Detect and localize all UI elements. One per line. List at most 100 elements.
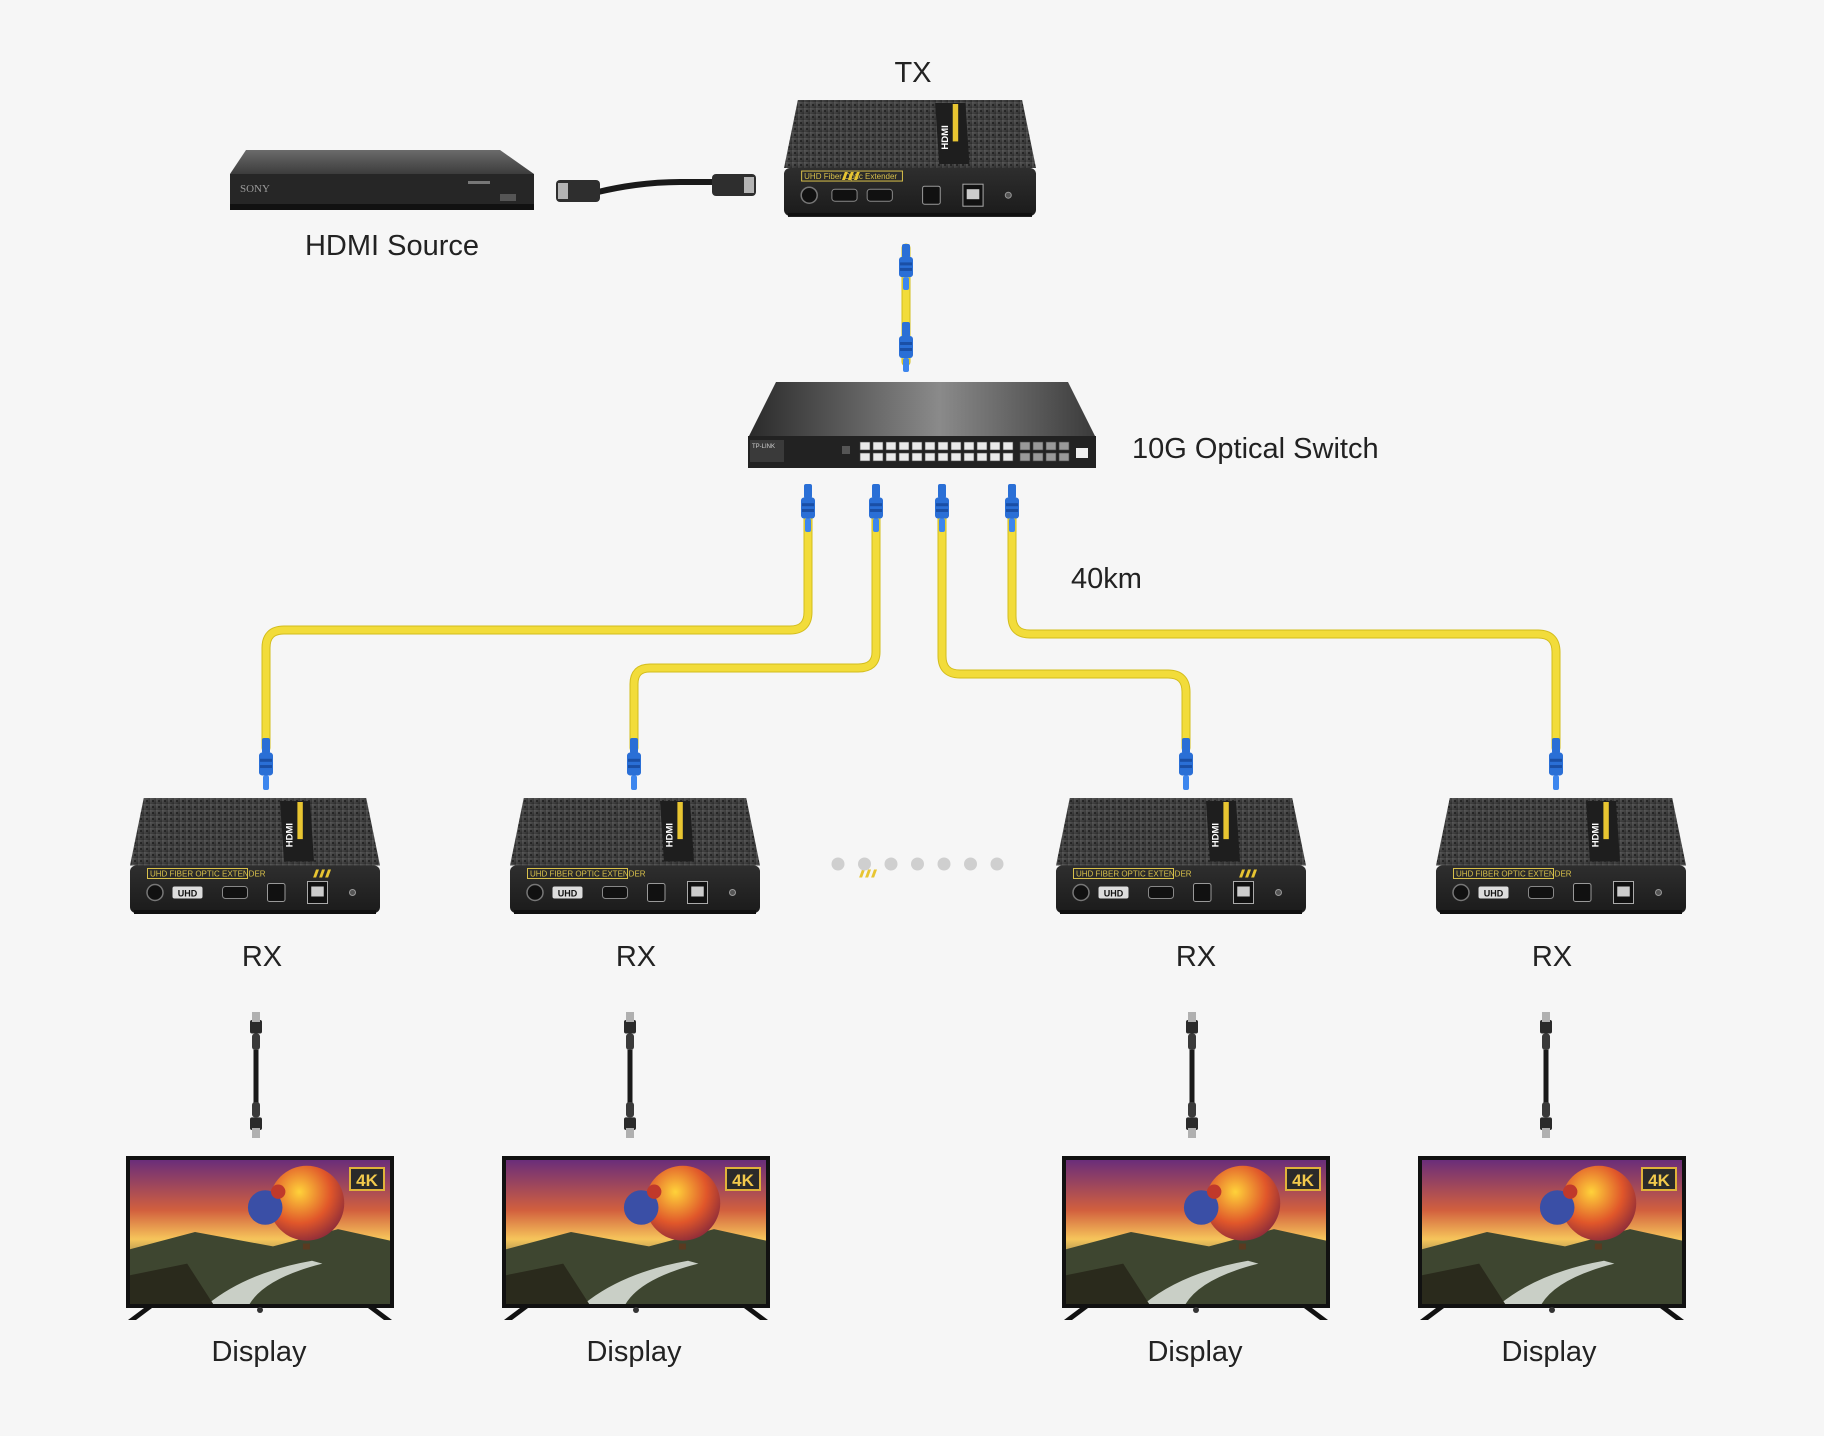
hdmi-plug-boot: [1542, 1102, 1550, 1118]
plug-ridge: [260, 765, 272, 769]
hdmi-plug-boot: [1542, 1033, 1550, 1050]
hdmi-plug-bottom-2: [624, 1102, 636, 1138]
console-port: [842, 446, 850, 454]
switch-ethernet-port: [859, 452, 871, 462]
plug-tip: [804, 484, 812, 499]
tv-4k-badge: 4K: [732, 1171, 754, 1190]
fiber-cable-rx-4: [1008, 496, 1560, 752]
hdmi-source-player: SONY: [230, 150, 534, 210]
plug-tip: [1552, 738, 1560, 754]
plug-boot: [903, 277, 909, 290]
switch-sfp-port: [1019, 452, 1031, 462]
tx-label: TX: [894, 57, 931, 89]
sfp-module: [1617, 886, 1630, 897]
switch-ethernet-port: [963, 452, 975, 462]
switch-ethernet-port: [885, 441, 897, 451]
tv-scene-river: [208, 1260, 323, 1304]
hdmi-plug-metal: [626, 1128, 634, 1138]
panel-title: UHD FIBER OPTIC EXTENDER: [1076, 870, 1192, 879]
switch-sfp-port: [1045, 441, 1057, 451]
hdmi-plug-top-2: [624, 1012, 636, 1050]
uhd-badge-text: UHD: [558, 889, 578, 899]
plug-ridge: [802, 508, 814, 512]
panel-title-frame: [801, 170, 903, 182]
tv-stand-left: [128, 1308, 152, 1320]
fiber-plug-rx-1: [259, 738, 273, 790]
usb-port: [922, 185, 941, 205]
display-label-4: Display: [1501, 1336, 1597, 1368]
uhd-badge-text: UHD: [1104, 889, 1124, 899]
hdmi-plug-boot: [626, 1033, 634, 1050]
player-usb: [500, 194, 516, 201]
dc-power-port: [1452, 883, 1470, 902]
player-front: [230, 174, 534, 206]
usb-port: [267, 883, 286, 902]
fiber-plug-tx: [899, 244, 913, 290]
plug-ridge: [628, 765, 640, 769]
switch-ethernet-port: [898, 452, 910, 462]
hdmi-plug-top-3: [1186, 1012, 1198, 1050]
extender-base: [788, 212, 1032, 217]
tv-stand-left: [504, 1308, 528, 1320]
hdmi-badge-stripe: [677, 802, 683, 840]
ellipsis-dot: [990, 857, 1004, 871]
hdmi-badge-bg: [1206, 801, 1240, 862]
tv-scene-balloon-large: [1561, 1165, 1637, 1241]
player-brand-logo: SONY: [240, 183, 270, 195]
panel-accent: [1239, 869, 1246, 878]
player-top: [230, 150, 534, 174]
plug-tip: [902, 322, 910, 337]
switch-ethernet-port: [950, 441, 962, 451]
switch-ethernet-port: [937, 441, 949, 451]
sfp-module: [311, 886, 324, 897]
cables: [261, 243, 1561, 753]
plug-body: [935, 497, 949, 519]
panel-title: UHD FIBER OPTIC EXTENDER: [1456, 870, 1572, 879]
tv-scene-basket: [678, 1243, 686, 1250]
hdmi-plug-right-metal: [744, 177, 754, 193]
plug-tip: [902, 244, 910, 258]
switch-ethernet-port: [963, 441, 975, 451]
fiber-plug-rx-3: [1179, 738, 1193, 790]
hdmi-badge-stripe: [1223, 802, 1229, 840]
plug-body: [869, 497, 883, 519]
switch-front: [748, 436, 1096, 468]
tv-scene-river: [1144, 1260, 1259, 1304]
dc-power-port: [1072, 883, 1090, 902]
switch-top: [748, 382, 1096, 438]
tv-stand-left: [1420, 1308, 1444, 1320]
switch-ethernet-port: [872, 441, 884, 451]
uhd-badge-bg: [172, 886, 203, 899]
hdmi-source-label: HDMI Source: [305, 230, 479, 262]
tv-4k-badge-bg: [1641, 1167, 1677, 1191]
panel-title-frame: [527, 868, 628, 879]
plug-boot: [1183, 775, 1189, 790]
tv-scene-balloon-small: [247, 1190, 283, 1225]
plug-boot: [631, 775, 637, 790]
plug-ridge: [1006, 503, 1018, 507]
hdmi-badge-bg: [1586, 801, 1620, 862]
reset-button: [729, 889, 736, 896]
dc-power-port: [526, 883, 544, 902]
fiber-plug-switch-out-4: [1005, 484, 1019, 532]
uhd-badge-bg: [552, 886, 583, 899]
usb-port: [1193, 883, 1212, 902]
switch-ethernet-port: [898, 441, 910, 451]
hdmi-badge-logo: HDMI: [285, 823, 296, 847]
switch-sfp-port: [1058, 441, 1070, 451]
tv-4k-badge-bg: [1285, 1167, 1321, 1191]
hdmi-badge-bg: [280, 801, 314, 862]
fiber-plug-switch-out-3: [935, 484, 949, 532]
sfp-module: [966, 189, 980, 200]
extender-top-lid: [784, 100, 1036, 169]
plug-ridge: [1006, 508, 1018, 512]
hdmi-badge-logo: HDMI: [1591, 823, 1602, 847]
ellipsis-dot: [964, 857, 977, 871]
plug-boot: [903, 358, 909, 372]
usb-port: [647, 883, 666, 902]
switch-ethernet-port: [976, 441, 988, 451]
ellipsis-dot: [858, 857, 871, 871]
switch-sfp-port: [1045, 452, 1057, 462]
display-label-3: Display: [1147, 1336, 1243, 1368]
panel-accent: [871, 869, 878, 878]
